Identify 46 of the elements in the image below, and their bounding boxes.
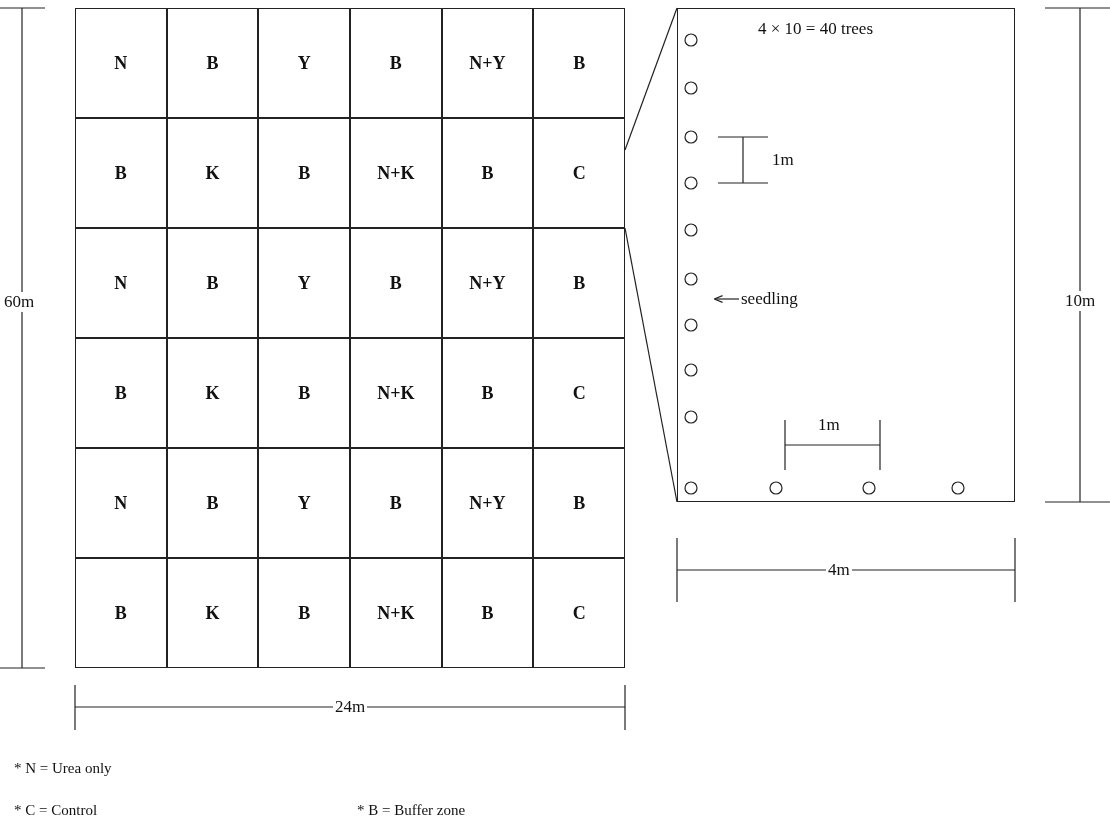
plot-cell: K xyxy=(166,118,259,228)
plot-cell: Y xyxy=(258,8,350,118)
plot-cell: B xyxy=(350,228,442,338)
plot-cell: B xyxy=(350,448,442,558)
field-grid xyxy=(75,8,625,668)
plot-cell: B xyxy=(533,448,625,558)
plot-cell: B xyxy=(166,8,259,118)
plot-cell: N+Y xyxy=(441,8,534,118)
arrow xyxy=(713,295,740,303)
inset-title: 4 × 10 = 40 trees xyxy=(758,19,873,39)
zoom-line xyxy=(624,227,678,503)
plot-cell: B xyxy=(441,558,534,668)
plot-cell: B xyxy=(258,558,350,668)
dimension-label: 10m xyxy=(1063,291,1098,311)
plot-cell: B xyxy=(533,228,625,338)
plot-cell: B xyxy=(75,558,167,668)
plot-cell: B xyxy=(166,228,259,338)
seedling-label: seedling xyxy=(741,288,831,310)
plot-cell: C xyxy=(533,338,625,448)
inset-plot-box xyxy=(677,8,1015,502)
plot-cell: K xyxy=(166,558,259,668)
plot-cell: B xyxy=(350,8,442,118)
plot-cell: N+K xyxy=(350,118,442,228)
plot-cell: C xyxy=(533,558,625,668)
plot-cell: B xyxy=(258,338,350,448)
plot-cell: B xyxy=(441,118,534,228)
plot-cell: N xyxy=(75,448,167,558)
plot-cell: N xyxy=(75,8,167,118)
plot-cell: N+Y xyxy=(441,228,534,338)
plot-cell: Y xyxy=(258,448,350,558)
zoom-line xyxy=(624,7,678,151)
dimension-label: 60m xyxy=(2,292,37,312)
plot-cell: B xyxy=(533,8,625,118)
plot-cell: N+K xyxy=(350,338,442,448)
plot-cell: B xyxy=(75,338,167,448)
plot-cell: C xyxy=(533,118,625,228)
plot-cell: Y xyxy=(258,228,350,338)
plot-cell: B xyxy=(441,338,534,448)
plot-cell: K xyxy=(166,338,259,448)
plot-cell: B xyxy=(166,448,259,558)
plot-cell: N xyxy=(75,228,167,338)
legend-note: * N = Urea only xyxy=(12,760,114,777)
plot-cell: B xyxy=(258,118,350,228)
plot-cell: B xyxy=(75,118,167,228)
plot-cell: N+Y xyxy=(441,448,534,558)
plot-cell: N+K xyxy=(350,558,442,668)
